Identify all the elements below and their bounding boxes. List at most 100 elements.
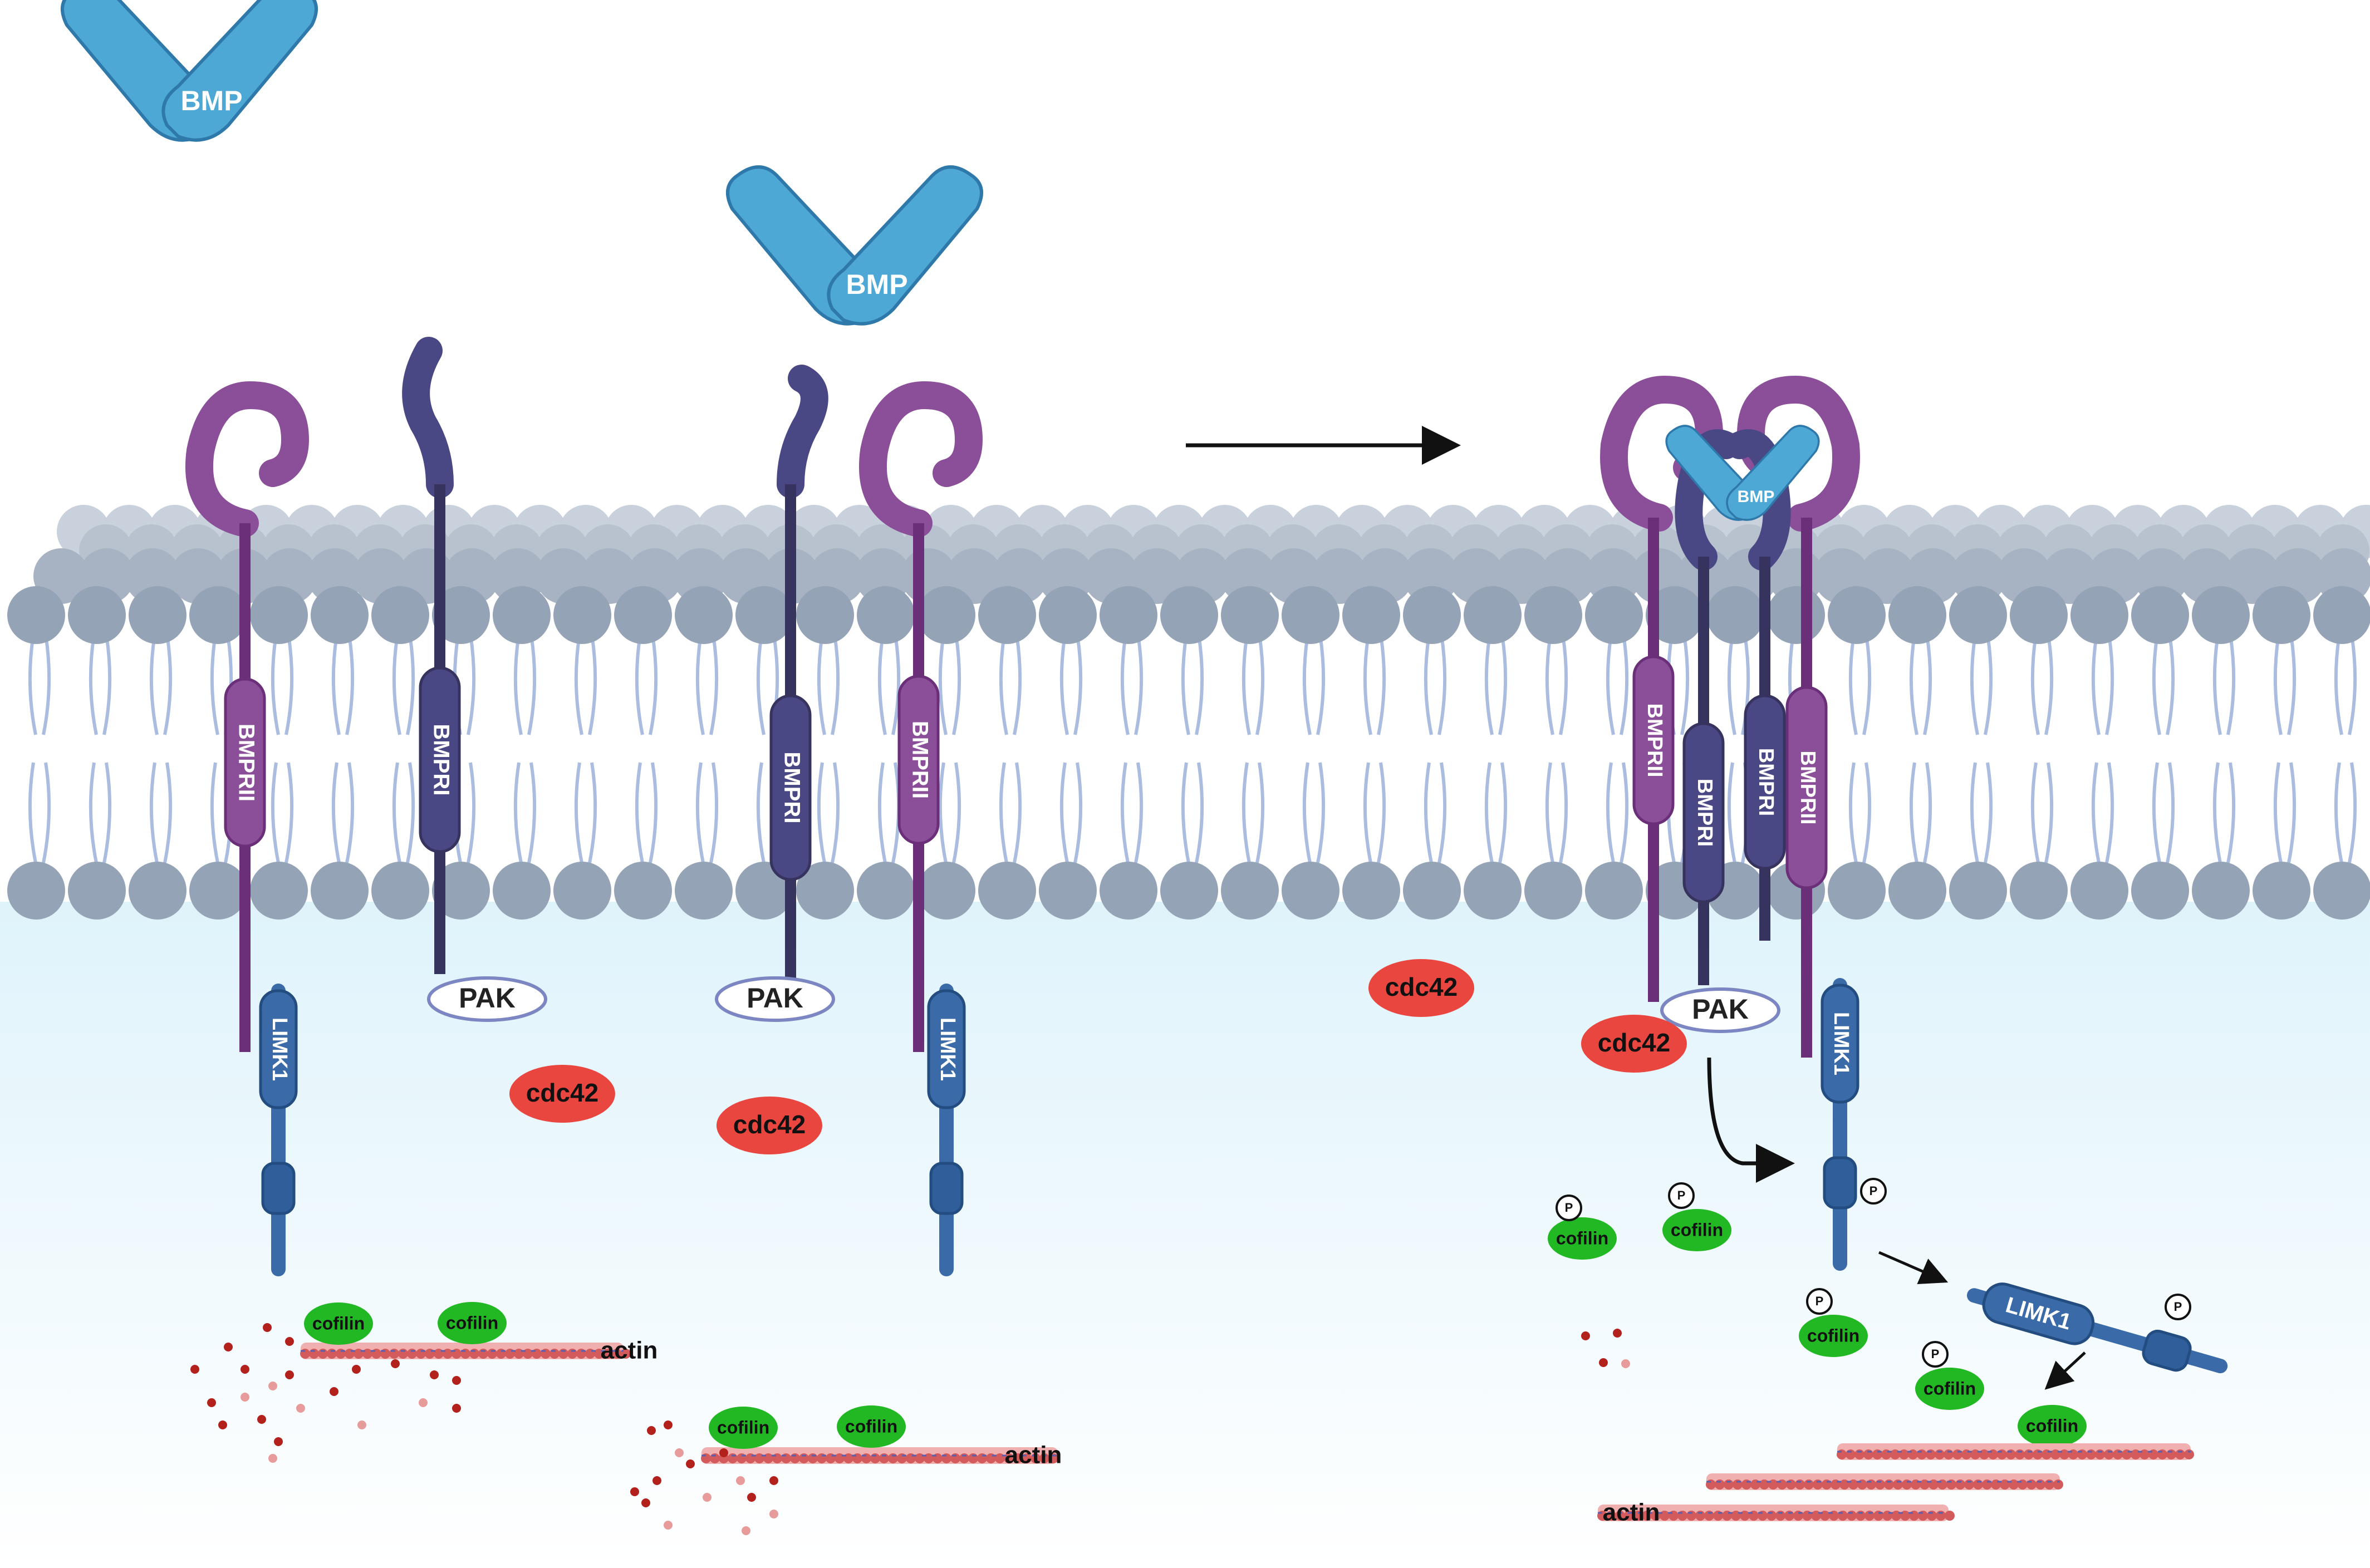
cdc42-bound: cdc42 [1581, 1015, 1687, 1073]
lipid-head [2010, 586, 2068, 644]
bmprii-body-3 [1632, 655, 1675, 825]
cofilin-label: cofilin [1556, 1228, 1608, 1248]
lipid-head [432, 586, 490, 644]
phospho-label: P [1869, 1184, 1878, 1198]
lipid-head [917, 586, 975, 644]
bmp-label: BMP [1738, 488, 1775, 506]
bmprii-body-4 [1785, 686, 1828, 889]
cofilin-label: cofilin [717, 1417, 769, 1437]
lipid-head [1464, 586, 1522, 644]
actin-filament-2: actin [701, 1442, 1062, 1469]
lipid-head [1706, 586, 1764, 644]
bmp-label: BMP [846, 269, 907, 300]
lipid-head [1282, 862, 1339, 920]
lipid-head [189, 586, 247, 644]
lipid-head [2131, 586, 2189, 644]
limk1-1: LIMK1 [259, 984, 298, 1276]
lipid-head [2131, 862, 2189, 920]
lipid-head [1100, 586, 1157, 644]
lipid-head [2070, 862, 2128, 920]
lipid-head [1160, 586, 1218, 644]
lipid-head [68, 586, 126, 644]
lipid-head [1585, 862, 1643, 920]
lipid-head [978, 862, 1036, 920]
lipid-head [129, 862, 187, 920]
lipid-head [2313, 862, 2370, 920]
lipid-head [1342, 862, 1400, 920]
lipid-head [553, 862, 611, 920]
bmpri-label: BMPRI [1693, 779, 1716, 847]
cdc42-label: cdc42 [1385, 972, 1458, 1001]
lipid-head [250, 586, 308, 644]
lipid-head [1464, 862, 1522, 920]
lipid-head [796, 862, 854, 920]
lipid-head [1221, 586, 1279, 644]
phospho-limk1-cyto: P [2165, 1294, 2191, 1320]
lipid-head [857, 586, 915, 644]
lipid-head [1524, 586, 1582, 644]
lipid-head [1039, 586, 1097, 644]
bmpri-label: BMPRI [429, 724, 453, 796]
cdc42-1: cdc42 [509, 1065, 615, 1123]
limk1-label: LIMK1 [268, 1018, 291, 1081]
bmp-ligand-bound: BMP [1665, 425, 1820, 521]
bmpri-receptor-2: BMPRI [769, 365, 828, 991]
cofilin-2: cofilin [438, 1302, 507, 1344]
actin-label: actin [1603, 1499, 1660, 1526]
cofilin-p-2: cofilin [1662, 1209, 1731, 1251]
lipid-head [1524, 862, 1582, 920]
cell-membrane [7, 505, 2370, 920]
pak-label: PAK [747, 982, 803, 1014]
cofilin-label: cofilin [446, 1313, 498, 1333]
lipid-head [189, 862, 247, 920]
g-actin-monomers-3 [1581, 1329, 1630, 1368]
phospho-label: P [2174, 1300, 2182, 1314]
lipid-head [2070, 586, 2128, 644]
lipid-head [917, 862, 975, 920]
lipid-head [493, 862, 551, 920]
lipid-head [1828, 586, 1886, 644]
bmp-label: BMP [180, 85, 242, 116]
g-actin-monomers-1 [190, 1323, 461, 1463]
lipid-head [1221, 862, 1279, 920]
cofilin-label: cofilin [2026, 1415, 2078, 1436]
lipid-head [1403, 862, 1461, 920]
phospho-cofilin-2: P [1668, 1182, 1695, 1209]
bmprii-label: BMPRII [234, 724, 258, 802]
limk1-cytoplasmic: LIMK1 [1967, 1282, 2228, 1374]
bmpri-body-3 [1682, 722, 1725, 903]
bmprii-label: BMPRII [1796, 751, 1819, 825]
cdc42-label: cdc42 [1598, 1028, 1670, 1057]
lipid-head [1888, 586, 1946, 644]
cofilin-label: cofilin [1807, 1325, 1859, 1345]
lipid-head [1646, 586, 1704, 644]
lipid-head [1585, 586, 1643, 644]
cofilin-label: cofilin [1671, 1220, 1723, 1240]
cdc42-free: cdc42 [1368, 959, 1474, 1017]
limk1-label: LIMK1 [1829, 1012, 1853, 1075]
lipid-head [675, 862, 733, 920]
cofilin-4: cofilin [837, 1405, 906, 1448]
lipid-head [7, 586, 65, 644]
pak-3: PAK [1660, 987, 1780, 1033]
cytoplasm [0, 902, 2370, 1565]
lipid-head [1767, 586, 1825, 644]
phospho-cofilin-3: P [1806, 1288, 1833, 1315]
lipid-tails [28, 634, 2357, 863]
lipid-head [493, 586, 551, 644]
lipid-head [1100, 862, 1157, 920]
cofilin-p-4: cofilin [1915, 1368, 1984, 1410]
actin-filament-3 [1837, 1443, 2194, 1460]
lipid-head [371, 862, 429, 920]
lipid-head [1949, 862, 2007, 920]
phospho-limk1-3: P [1860, 1178, 1887, 1205]
limk1-2: LIMK1 [927, 984, 966, 1276]
bmp-ligand-approaching: BMP [726, 165, 983, 326]
g-actin-monomers-2 [630, 1420, 778, 1535]
lipid-head [311, 862, 369, 920]
lipid-head [1949, 586, 2007, 644]
phospho-label: P [1677, 1188, 1686, 1202]
